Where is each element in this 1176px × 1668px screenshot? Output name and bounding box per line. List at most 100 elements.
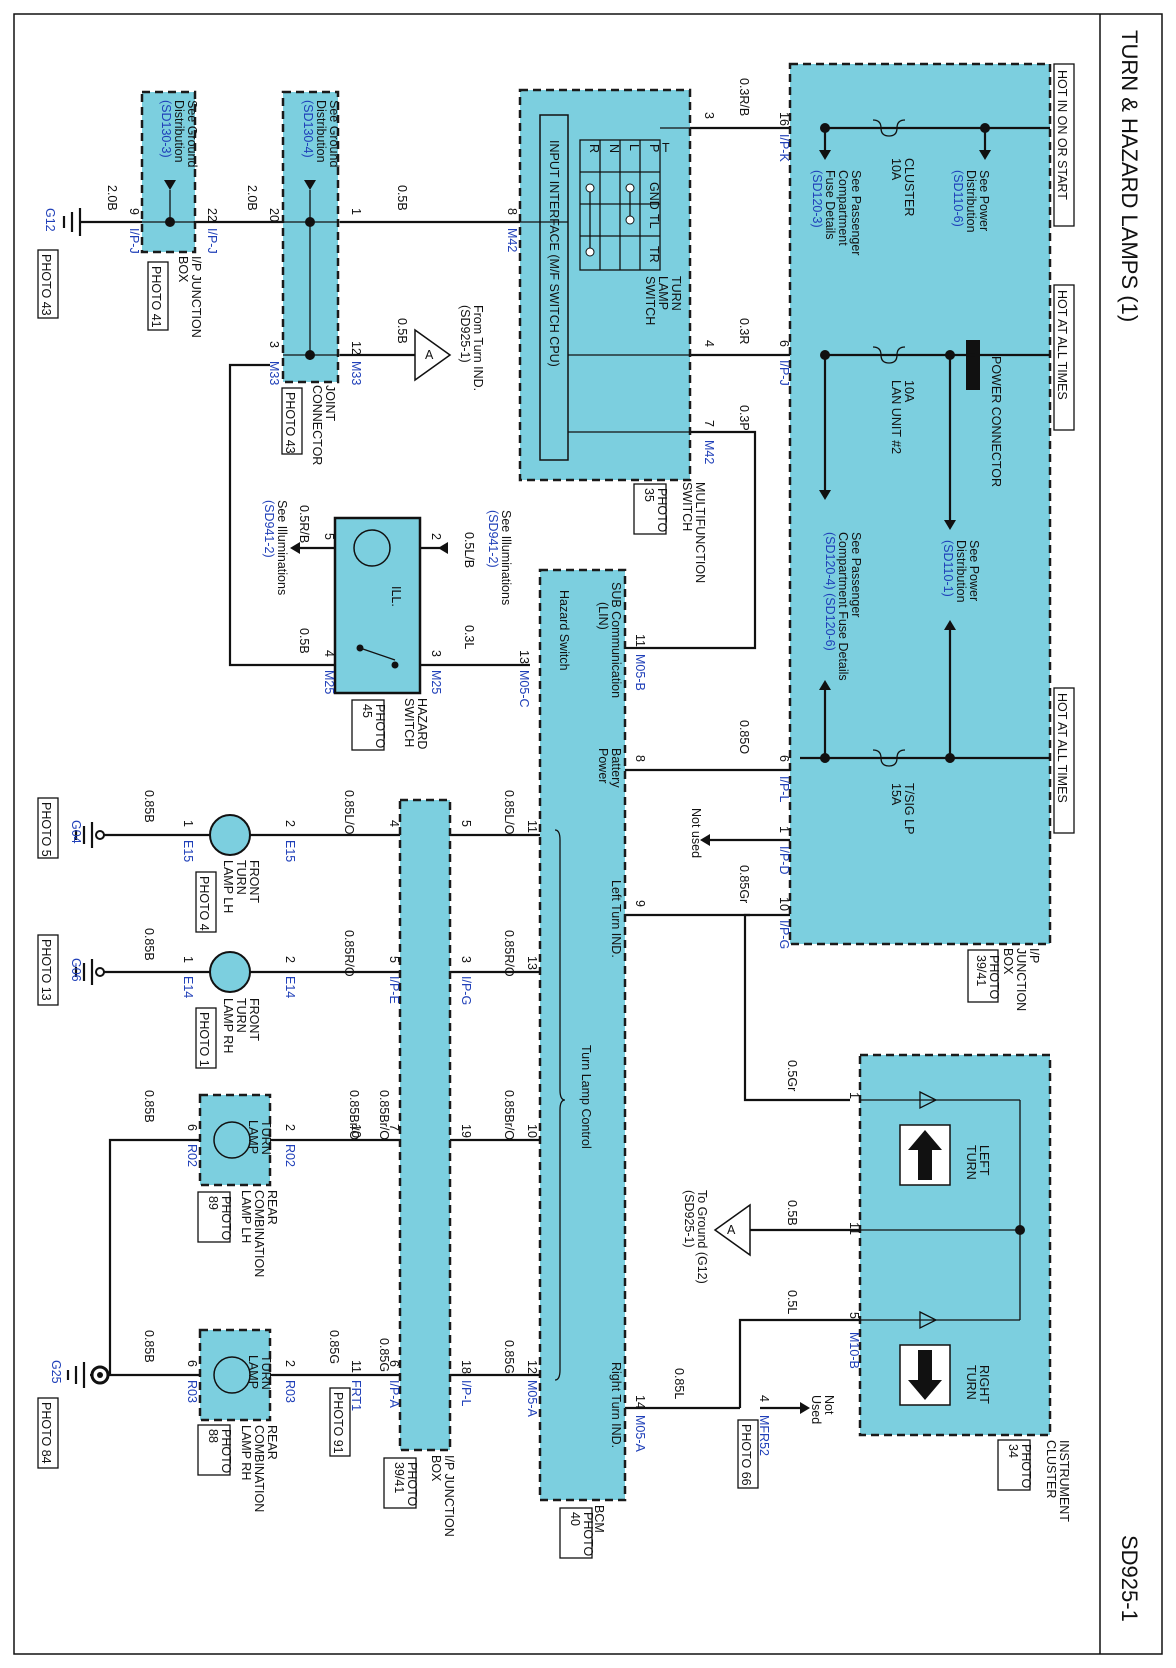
see-ground-1-line1: See Ground: [185, 100, 199, 167]
bcm-control: Turn Lamp Control: [579, 1045, 593, 1149]
ipjb2-photo-2: 39/41: [392, 1462, 406, 1493]
bcm-sub-comm-1: SUB Communication: [609, 582, 623, 698]
led-right-icon: [919, 1310, 938, 1330]
pin-3c: 3: [429, 650, 443, 657]
pin-3: 3: [702, 112, 716, 119]
conn-ipj: I/P-J: [777, 360, 791, 386]
see-power-1-line3: (SD110-6): [951, 170, 965, 227]
bcm-battery-1: Battery: [609, 748, 623, 788]
mfr52-photo-box: [737, 1419, 759, 1489]
rear-rh-box: [198, 1328, 272, 1422]
bcm-photo-box: [559, 1507, 593, 1559]
f-pin-2a: 2: [283, 820, 297, 827]
conn-e15a: E15: [181, 840, 195, 862]
bcm-pin-11: 11: [525, 820, 539, 833]
ground-g12: G12: [43, 208, 57, 232]
joint-label-2: CONNECTOR: [310, 385, 324, 465]
arrow-not-used-2: [800, 1402, 810, 1414]
ground-g25: G25: [49, 1360, 63, 1384]
rear-rh-photo-1: PHOTO: [219, 1429, 233, 1473]
switch-contact: [585, 183, 595, 193]
conn-ipl: I/P-L: [777, 776, 791, 802]
right-turn-2: TURN: [964, 1365, 978, 1400]
j-pin-5: 5: [459, 820, 473, 827]
conn-ipl2: I/P-L: [459, 1380, 473, 1406]
pin-1a: 1: [777, 826, 791, 833]
fuse-cluster-rating: 10A: [889, 158, 903, 181]
conn-e14a: E14: [181, 976, 195, 998]
rear-rh-photo-box: [197, 1424, 231, 1476]
ipjb-photo-box: [967, 949, 999, 1003]
rear-rh-photo-2: 88: [206, 1429, 220, 1443]
arrow-illum-1: [438, 542, 448, 554]
hazard-switch-box: [333, 516, 422, 695]
mfs-label-2: SWITCH: [680, 482, 694, 531]
hot-always-box-1: [1053, 284, 1075, 431]
ipjb-ground-photo-box: [147, 261, 169, 331]
see-illum-2-line2: (SD941-2): [486, 510, 500, 568]
ill-lamp-icon: [353, 529, 391, 567]
switch-row-r: R: [587, 144, 601, 153]
bcm-photo-1: PHOTO: [581, 1512, 595, 1556]
wire-label-0.85B-3: 0.85B: [142, 1090, 156, 1123]
conn-r02a: R02: [185, 1144, 199, 1167]
wire-label-0.85LO-1: 0.85L/O: [342, 790, 356, 835]
see-passenger-2-line2: Compartment Fuse Details: [836, 532, 850, 681]
see-passenger-2-line1: See Passenger: [849, 532, 863, 617]
pin-20: 20: [267, 208, 281, 222]
wire-0.3P: [640, 430, 757, 650]
wire-label-0.5B-1: 0.5B: [395, 185, 409, 211]
ground-g06-symbol: [74, 959, 105, 985]
bcm-label: BCM: [592, 1505, 606, 1533]
rear-rh-1: REAR: [265, 1425, 279, 1460]
cluster-label-1: INSTRUMENT: [1057, 1440, 1071, 1522]
wire-label-0.85Gr: 0.85Gr: [737, 865, 751, 903]
see-illum-2-line1: See Illuminations: [499, 510, 513, 605]
pin-1c: 1: [349, 208, 363, 215]
r-pin-2b: 2: [283, 1360, 297, 1367]
front-lh-photo: PHOTO 4: [197, 876, 211, 931]
pin-9b: 9: [127, 208, 141, 215]
from-turn-1: From Turn IND.: [471, 305, 485, 391]
fuse-cluster-symbol: [872, 119, 906, 137]
conn-ipk: I/P-K: [777, 134, 791, 162]
see-power-2-line2: Distribution: [954, 540, 968, 603]
pin-11a: 11: [633, 634, 647, 647]
r-pin-2a: 2: [283, 1124, 297, 1131]
junction-dot: [945, 753, 955, 763]
not-used-1: Not used: [689, 808, 703, 858]
pin-13a: 13: [517, 650, 531, 664]
not-used-2b: Used: [809, 1395, 823, 1424]
led-left-icon: [919, 1090, 938, 1110]
wire-label-0.85B-4: 0.85B: [142, 1330, 156, 1363]
bcm-control-brace: [554, 829, 566, 1381]
hazard-photo-box: [351, 699, 385, 751]
power-connector-bar: [966, 340, 980, 390]
hot-always-label-2: HOT AT ALL TIMES: [1055, 693, 1069, 803]
pin-11b: 11: [847, 1222, 861, 1235]
switch-contact: [625, 183, 635, 193]
r-pin-6a: 6: [185, 1124, 199, 1131]
off-page-a-letter: A: [727, 1223, 736, 1237]
pin-5a: 5: [847, 1312, 861, 1319]
switch-row-p: P: [647, 144, 661, 152]
pin-5b: 5: [322, 533, 336, 540]
j-pin-19: 19: [459, 1124, 473, 1138]
hot-run-box: [1053, 63, 1075, 227]
arrow-passenger-2-up: [819, 680, 831, 690]
fuse-lan-rating: 10A: [902, 380, 916, 403]
see-power-2-line3: (SD110-1): [941, 540, 955, 597]
arrow-ground-2: [304, 180, 316, 190]
arrow-up-icon: [908, 1130, 942, 1180]
rear-lh-photo-1: PHOTO: [219, 1196, 233, 1240]
wire-label-0.3RB: 0.3R/B: [737, 78, 751, 116]
mfs-photo-1: PHOTO: [655, 488, 669, 532]
page-code: SD925-1: [1117, 1535, 1142, 1622]
mfs-box: [518, 88, 692, 482]
pin-4b: 4: [757, 1395, 771, 1402]
fuse-tsig-symbol: [872, 749, 906, 767]
switch-col-tr: TR: [647, 246, 661, 263]
joint-photo-box: [281, 387, 303, 455]
hot-run-label: HOT IN ON OR START: [1055, 70, 1069, 200]
